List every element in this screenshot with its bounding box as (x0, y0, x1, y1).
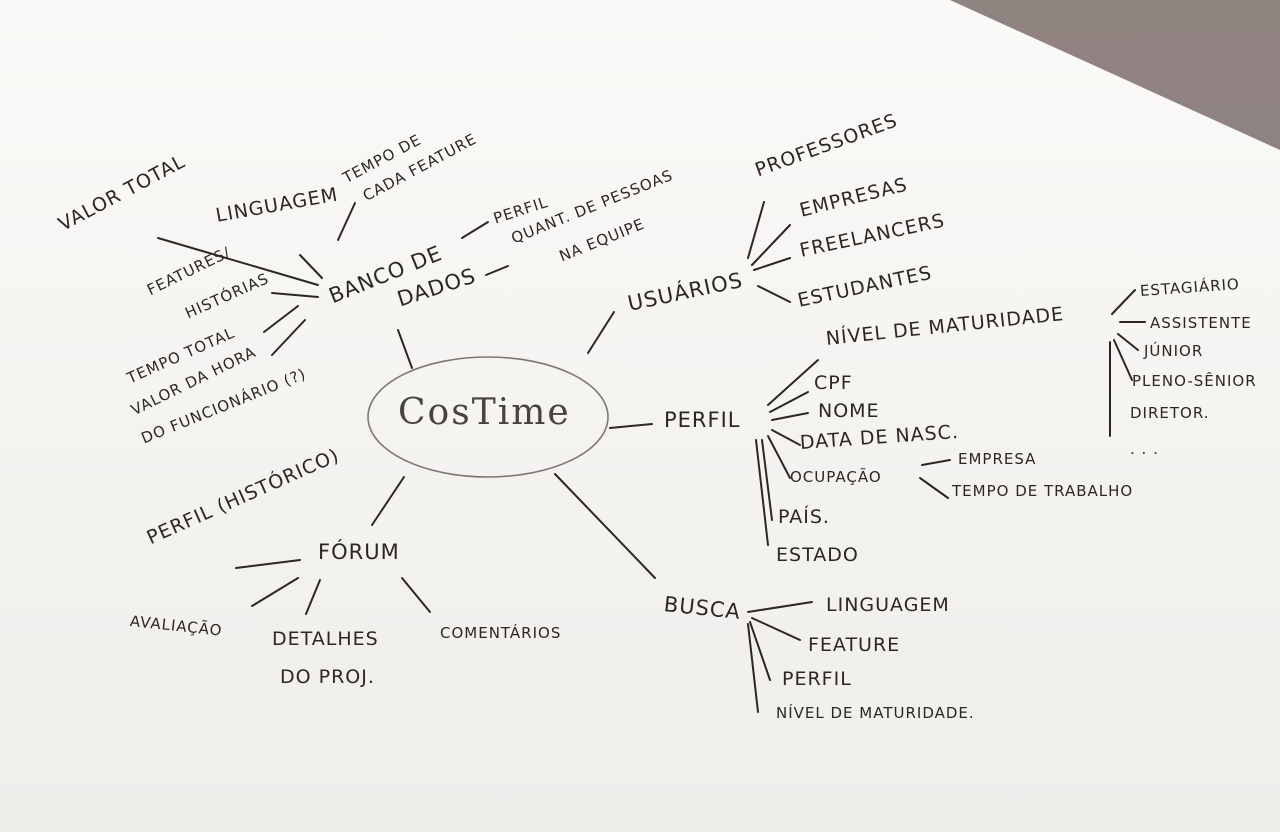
edge-center-forum (371, 476, 405, 526)
center-node-label: CosTime (398, 392, 571, 433)
perfil-cpf: CPF (814, 372, 853, 394)
forum-detalhes-line2: DO PROJ. (280, 666, 375, 688)
edge-usuarios-estudantes (757, 285, 791, 303)
edge-perfil-data (771, 429, 801, 446)
perfil-pais: PAÍS. (778, 506, 830, 528)
edge-busca-nivel (747, 623, 759, 713)
nivel-pleno-senior: PLENO-SÊNIOR (1132, 372, 1257, 390)
edge-banco-valor-hora (271, 319, 306, 356)
edge-forum-detalhes (305, 579, 321, 615)
edge-center-busca (554, 473, 656, 579)
edge-ocupacao-tempo (919, 477, 949, 499)
edge-nivel-junior (1117, 333, 1139, 351)
background-corner (950, 0, 1280, 150)
forum-detalhes-line1: DETALHES (272, 628, 379, 650)
edge-perfil-pais (761, 439, 773, 521)
edge-center-perfil (609, 423, 653, 429)
edge-perfil-ocupacao (767, 435, 791, 479)
busca-perfil: PERFIL (782, 668, 852, 690)
edge-perfil-nivel (767, 359, 819, 406)
edge-banco-quant (485, 265, 509, 276)
center-ellipse (367, 356, 609, 478)
nivel-assistente: ASSISTENTE (1150, 314, 1252, 332)
edge-banco-linguagem (299, 254, 323, 279)
forum-label: FÓRUM (318, 540, 400, 564)
perfil-label: PERFIL (664, 408, 741, 432)
edge-perfil-estado (755, 439, 769, 546)
edge-banco-features (271, 292, 319, 298)
nivel-ellipsis: . . . (1130, 440, 1159, 458)
edge-nivel-estagiario (1111, 289, 1136, 315)
nivel-diretor: DIRETOR. (1130, 404, 1210, 422)
perfil-ocupacao: OCUPAÇÃO (790, 468, 882, 486)
edge-banco-valor-total (157, 237, 319, 286)
edge-forum-comentarios (401, 577, 431, 613)
edge-forum-avaliacao (251, 577, 299, 607)
forum-comentarios: COMENTÁRIOS (440, 624, 562, 642)
edge-usuarios-professores (747, 201, 765, 259)
busca-nivel: NÍVEL DE MATURIDADE. (776, 704, 975, 722)
ocupacao-empresa: EMPRESA (958, 450, 1037, 468)
edge-busca-perfil (749, 621, 771, 681)
edge-ocupacao-empresa (921, 459, 951, 466)
perfil-nome: NOME (818, 400, 880, 422)
busca-linguagem: LINGUAGEM (826, 594, 950, 616)
edge-banco-perfil (461, 221, 489, 239)
edge-usuarios-freelancers (753, 257, 791, 271)
edge-perfil-nome (771, 412, 809, 421)
edge-banco-tempo-feature (337, 202, 356, 241)
edge-center-usuarios (587, 311, 615, 354)
nivel-junior: JÚNIOR (1144, 342, 1204, 360)
edge-busca-feature (751, 617, 801, 641)
perfil-estado: ESTADO (776, 544, 859, 566)
edge-forum-perfil (235, 559, 301, 569)
edge-center-banco (397, 329, 413, 369)
edge-perfil-cpf (769, 391, 809, 413)
busca-feature: FEATURE (808, 634, 901, 656)
edge-nivel-pleno (1113, 339, 1133, 381)
edge-usuarios-empresas (751, 224, 791, 266)
edge-banco-tempo-total (263, 305, 299, 333)
edge-busca-linguagem (747, 601, 813, 613)
ocupacao-tempo-trabalho: TEMPO DE TRABALHO (952, 482, 1134, 500)
